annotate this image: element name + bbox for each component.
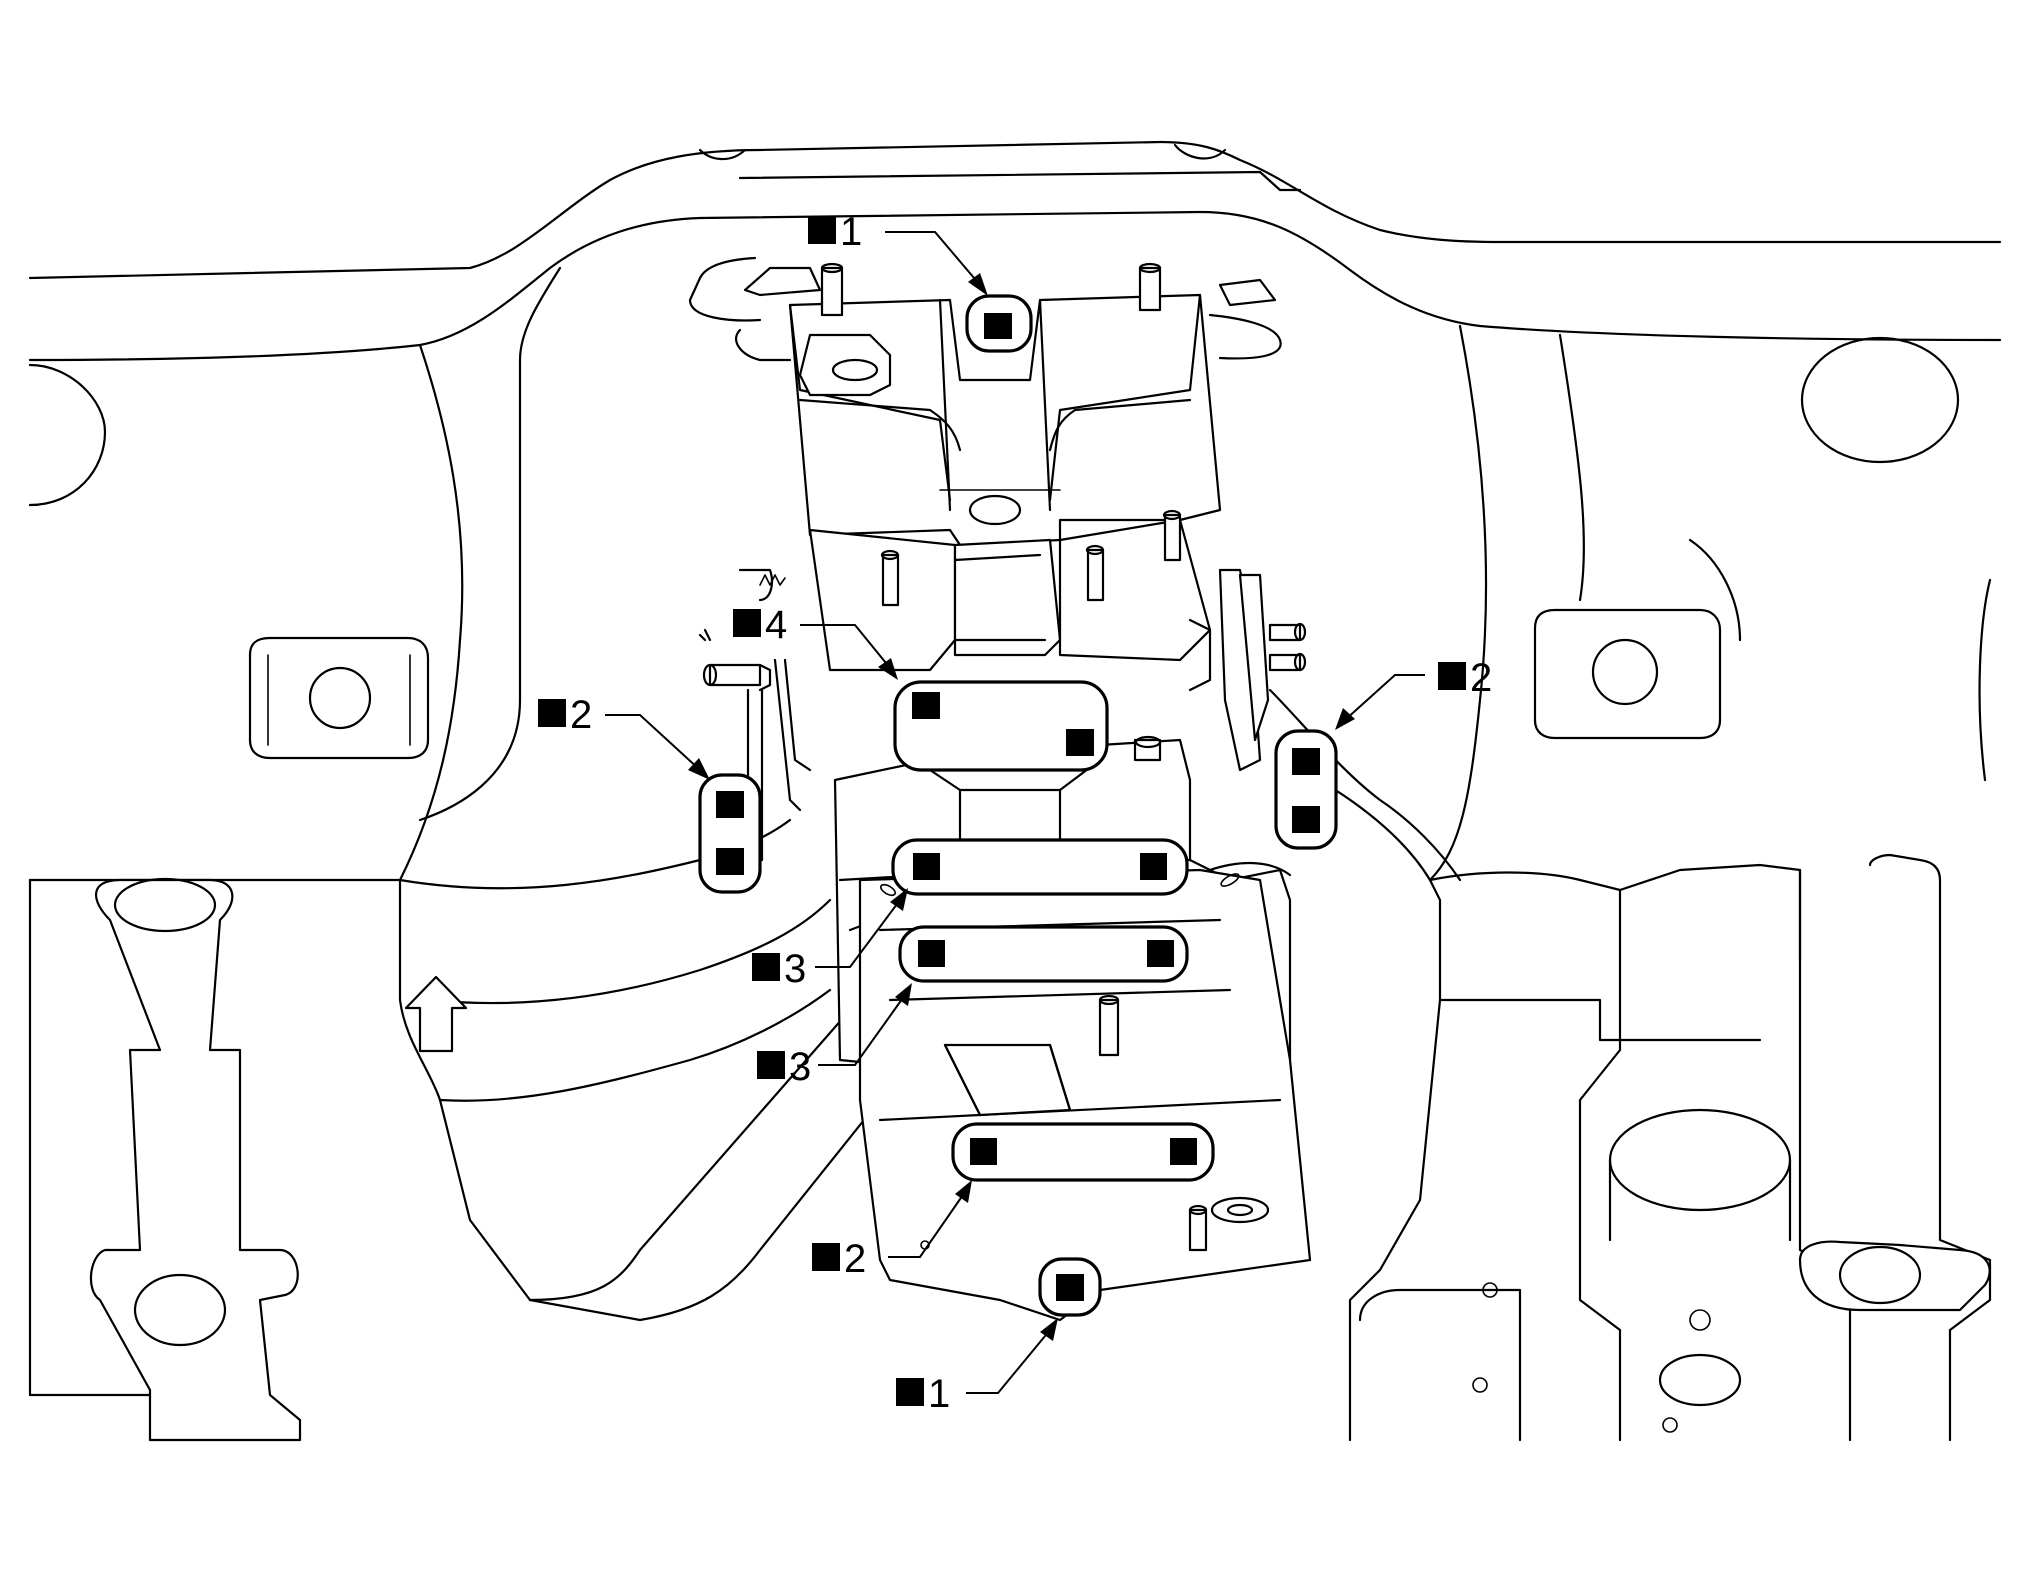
weld-groups bbox=[698, 294, 1338, 1317]
callout-1-top: 1 bbox=[808, 210, 862, 254]
svg-text:2: 2 bbox=[1470, 656, 1492, 700]
callout-2-bottom: 2 bbox=[812, 1237, 866, 1281]
callouts: 1 4 2 2 3 3 2 1 bbox=[538, 210, 1492, 1416]
callout-3-upper: 3 bbox=[752, 947, 806, 991]
svg-text:3: 3 bbox=[789, 1045, 811, 1089]
callout-3-lower: 3 bbox=[757, 1045, 811, 1089]
svg-text:4: 4 bbox=[765, 603, 787, 647]
svg-text:1: 1 bbox=[928, 1372, 950, 1416]
front-direction-arrow-icon bbox=[404, 975, 468, 1053]
svg-text:1: 1 bbox=[840, 210, 862, 254]
leader-lines bbox=[605, 231, 1425, 1394]
callout-2-right: 2 bbox=[1438, 656, 1492, 700]
spot-weld-marker-icon bbox=[716, 313, 1320, 1301]
callout-1-bottom: 1 bbox=[896, 1372, 950, 1416]
body-structure bbox=[28, 140, 2002, 1442]
callout-2-left: 2 bbox=[538, 693, 592, 737]
callout-4: 4 bbox=[733, 603, 787, 647]
svg-text:3: 3 bbox=[784, 947, 806, 991]
svg-text:2: 2 bbox=[844, 1237, 866, 1281]
svg-text:2: 2 bbox=[570, 693, 592, 737]
